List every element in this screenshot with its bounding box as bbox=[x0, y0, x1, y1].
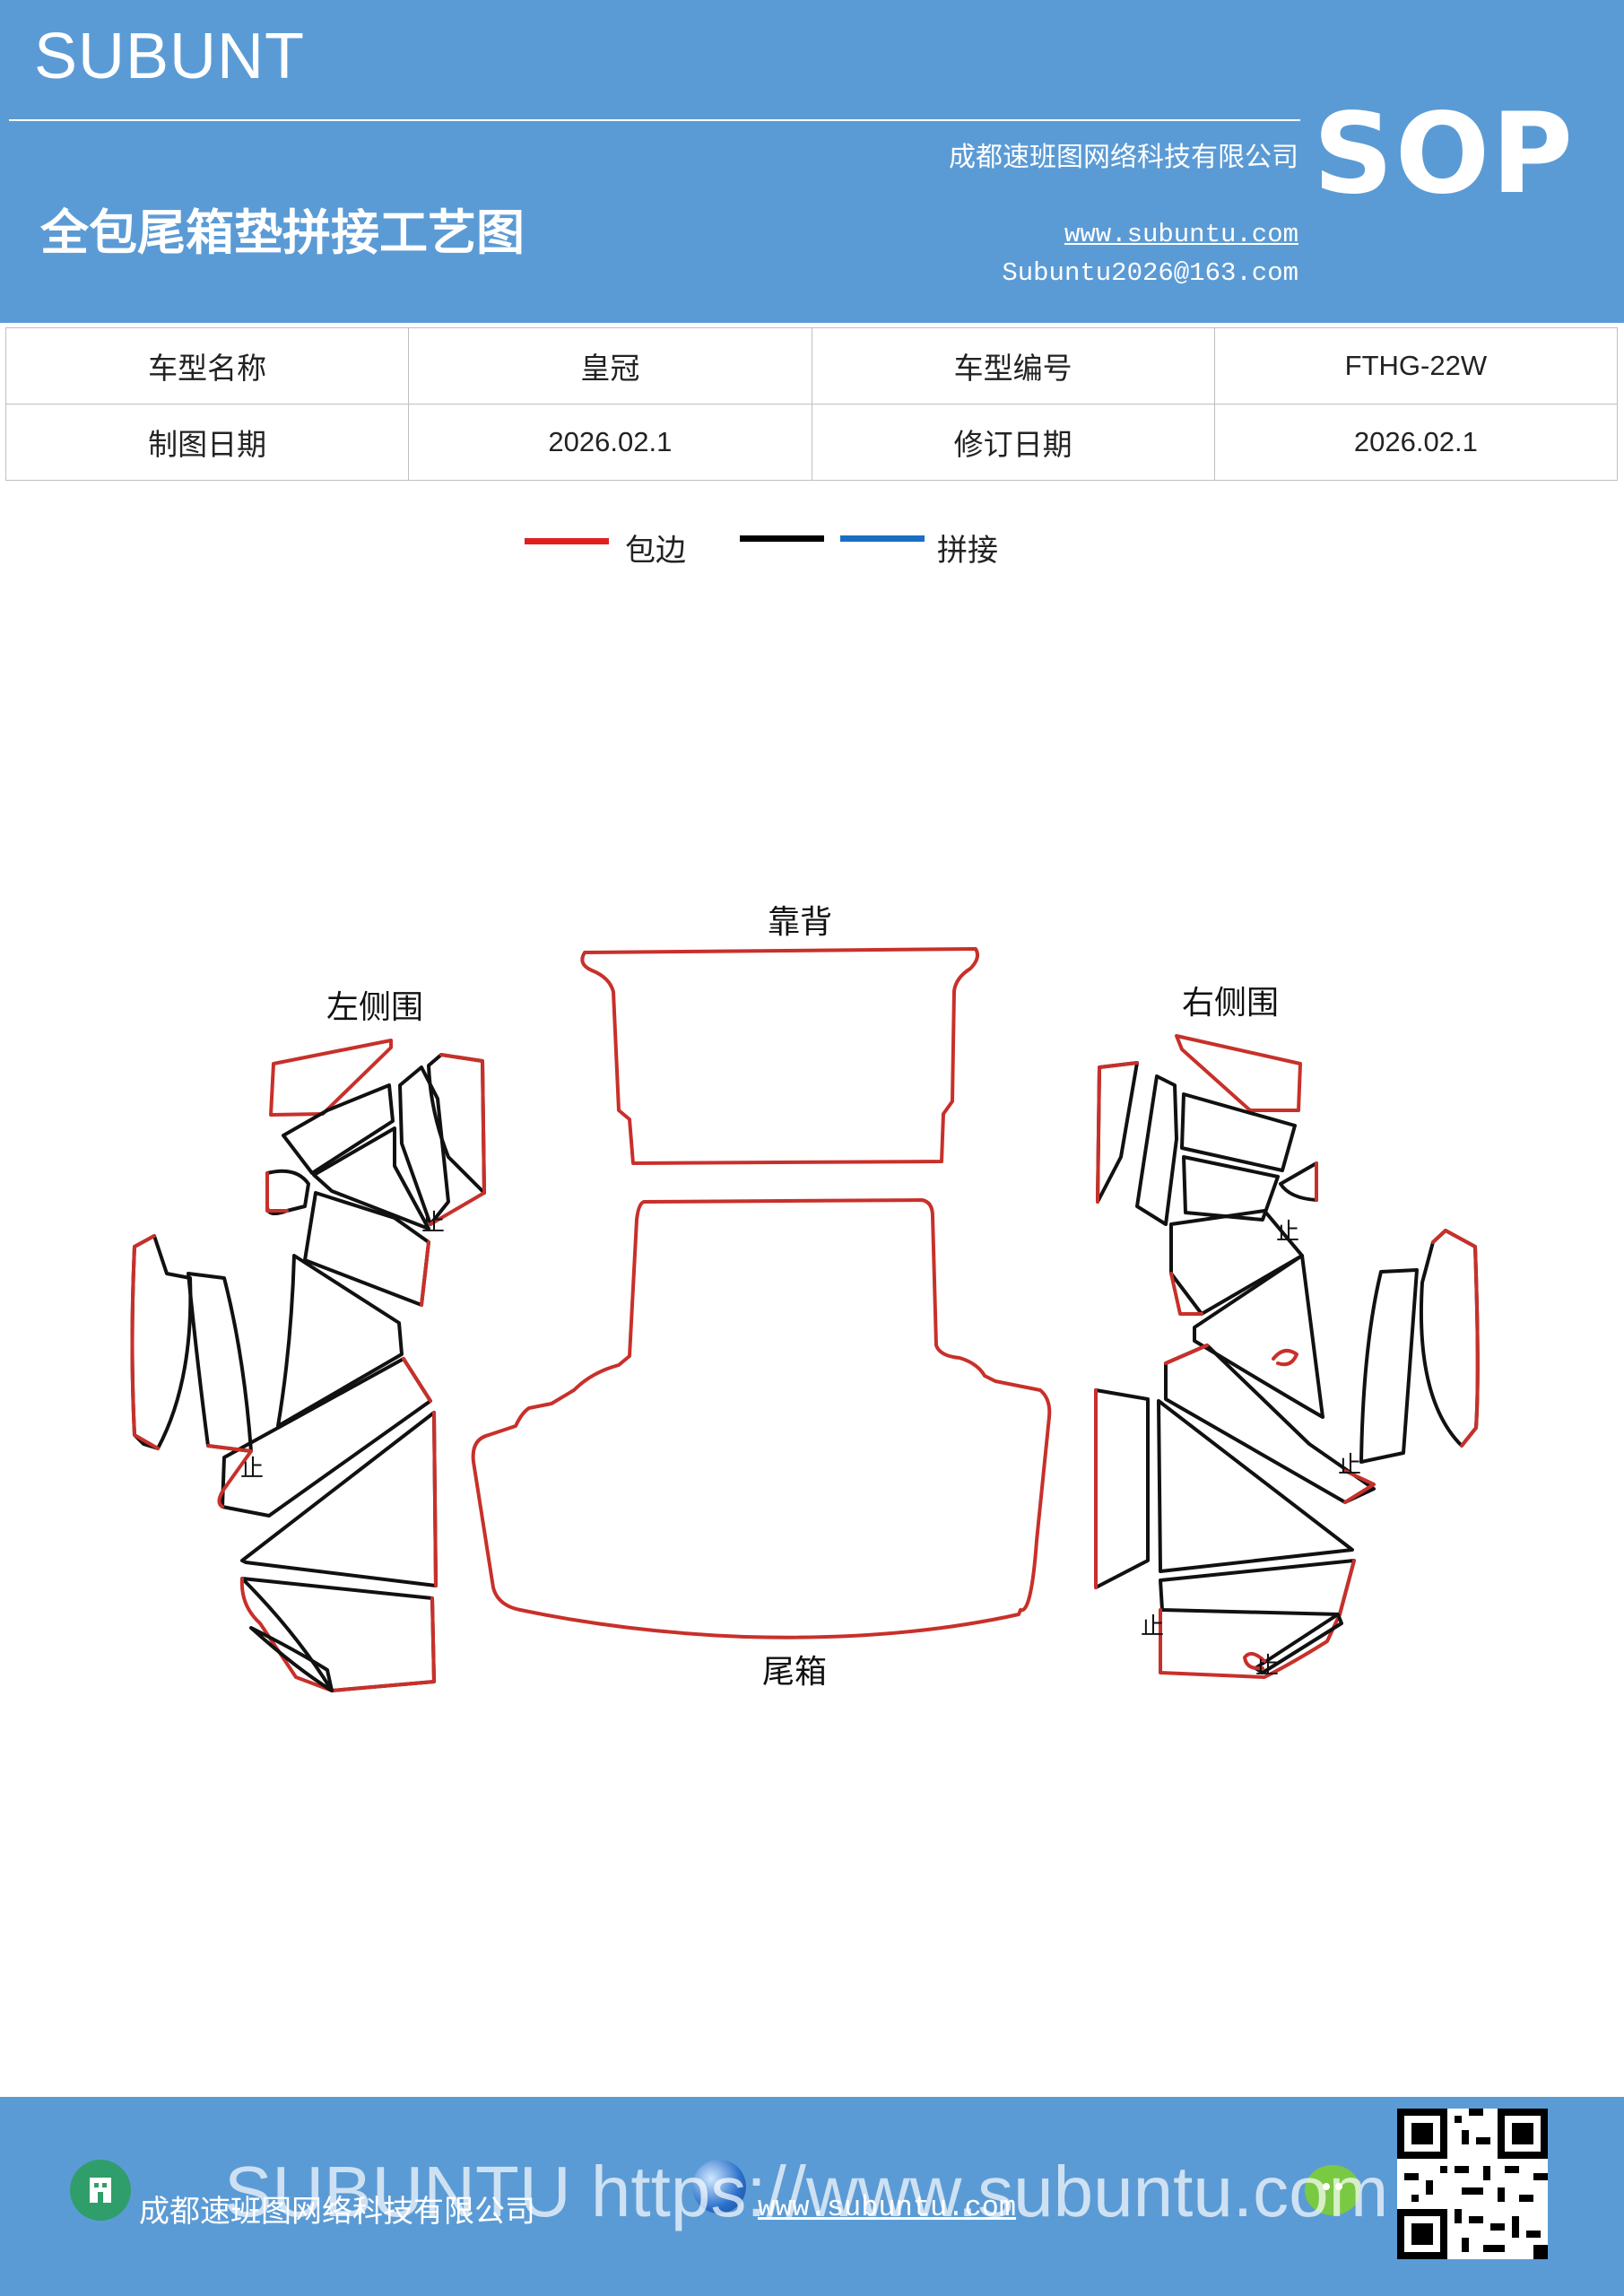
left-side-label: 左侧围 bbox=[326, 989, 423, 1026]
left-panel-j bbox=[221, 1357, 432, 1518]
qr-code bbox=[1397, 2109, 1548, 2259]
right-panel-m-edge bbox=[1159, 1559, 1356, 1679]
model-code-label: 车型编号 bbox=[811, 327, 1215, 404]
right-panel-n bbox=[1254, 1613, 1343, 1674]
left-panel-d bbox=[427, 1053, 486, 1195]
stop-mark: 止 bbox=[1276, 1219, 1299, 1246]
left-panel-top bbox=[269, 1039, 393, 1117]
left-panel-f-edge bbox=[420, 1240, 430, 1307]
left-panel-e bbox=[265, 1169, 310, 1216]
left-panel-k-edge bbox=[432, 1411, 438, 1587]
backrest-piece bbox=[580, 947, 979, 1165]
left-panel-l-edge bbox=[239, 1577, 436, 1692]
left-panel-l bbox=[240, 1577, 436, 1692]
model-name-value: 皇冠 bbox=[408, 327, 812, 404]
left-panel-f bbox=[303, 1191, 430, 1307]
drawing-date-value: 2026.02.1 bbox=[408, 404, 812, 481]
right-panel-i-edge bbox=[1431, 1229, 1480, 1448]
right-panel-h bbox=[1359, 1268, 1419, 1464]
right-panel-j-edge bbox=[1164, 1344, 1376, 1504]
header-divider bbox=[9, 119, 1300, 121]
left-panel-b bbox=[312, 1126, 430, 1231]
backrest-label: 靠背 bbox=[768, 904, 832, 941]
right-panel-i bbox=[1419, 1229, 1480, 1448]
drawing-date-label: 制图日期 bbox=[4, 404, 410, 481]
left-panel-h bbox=[130, 1234, 193, 1450]
document-title: 全包尾箱垫拼接工艺图 bbox=[40, 204, 525, 261]
footer-company-name: 成都速班图网络科技有限公司 bbox=[139, 2194, 535, 2230]
right-side-label: 右侧围 bbox=[1182, 985, 1279, 1022]
left-panel-i bbox=[187, 1272, 253, 1453]
wechat-icon bbox=[1305, 2165, 1360, 2215]
website-link[interactable]: www.subuntu.com bbox=[1064, 220, 1298, 249]
stop-mark: 止 bbox=[240, 1456, 264, 1483]
right-panel-l bbox=[1094, 1388, 1150, 1589]
footer-website-link[interactable]: www.subuntu.com bbox=[758, 2191, 1017, 2224]
right-panel-top bbox=[1175, 1034, 1302, 1112]
stop-mark: 止 bbox=[421, 1210, 445, 1237]
left-panel-k bbox=[240, 1411, 438, 1587]
left-panel-g bbox=[276, 1254, 404, 1428]
right-panel-d-edge bbox=[1096, 1061, 1139, 1204]
left-panel-m bbox=[249, 1626, 334, 1692]
stop-mark: 止 bbox=[1255, 1653, 1279, 1680]
left-panel-a bbox=[282, 1083, 395, 1175]
model-name-label: 车型名称 bbox=[4, 327, 410, 404]
revision-date-value: 2026.02.1 bbox=[1213, 404, 1619, 481]
model-code-value: FTHG-22W bbox=[1213, 327, 1619, 404]
stop-mark: 止 bbox=[1141, 1613, 1164, 1640]
right-panel-k bbox=[1157, 1399, 1354, 1573]
right-panel-e bbox=[1279, 1161, 1318, 1202]
legend-seam-line bbox=[840, 535, 925, 542]
page-header: SUBUNT SOP 全包尾箱垫拼接工艺图 成都速班图网络科技有限公司 www.… bbox=[0, 0, 1624, 323]
revision-date-label: 修订日期 bbox=[811, 404, 1215, 481]
building-icon bbox=[70, 2160, 131, 2221]
right-panel-g-loop bbox=[1272, 1349, 1298, 1367]
trunk-label: 尾箱 bbox=[762, 1654, 827, 1691]
globe-icon bbox=[692, 2160, 746, 2213]
right-panel-n-loop bbox=[1243, 1651, 1266, 1671]
vehicle-info-table: 车型名称 皇冠 车型编号 FTHG-22W 制图日期 2026.02.1 修订日… bbox=[4, 327, 1619, 481]
company-name: 成都速班图网络科技有限公司 bbox=[949, 142, 1298, 173]
legend-black-line bbox=[740, 535, 824, 542]
left-panel-d-edge bbox=[429, 1053, 486, 1226]
left-panel-e-edge bbox=[265, 1171, 289, 1213]
sop-label: SOP bbox=[1313, 90, 1575, 219]
right-panel-a bbox=[1180, 1092, 1297, 1172]
left-panel-j-edge bbox=[206, 1357, 432, 1509]
footer-watermark: SUBUNTU https://www.subuntu.com bbox=[224, 2152, 1389, 2231]
table-row: 制图日期 2026.02.1 修订日期 2026.02.1 bbox=[4, 404, 1619, 481]
legend-edge-label: 包边 bbox=[625, 533, 686, 569]
legend-seam-label: 拼接 bbox=[937, 533, 998, 569]
right-panel-c bbox=[1135, 1074, 1178, 1226]
trunk-piece bbox=[471, 1198, 1052, 1639]
right-panel-f bbox=[1169, 1209, 1304, 1316]
table-row: 车型名称 皇冠 车型编号 FTHG-22W bbox=[4, 327, 1619, 404]
stop-mark: 止 bbox=[1338, 1452, 1361, 1479]
page-footer: 成都速班图网络科技有限公司 www.subuntu.com SUBUNTU ht… bbox=[0, 2097, 1624, 2296]
left-panel-h-edge bbox=[130, 1234, 160, 1450]
legend-edge-line bbox=[525, 538, 609, 544]
email-address: Subuntu2026@163.com bbox=[1002, 258, 1298, 288]
right-panel-b bbox=[1182, 1155, 1280, 1222]
trunk-mat-diagram: 靠背 左侧围 右侧围 尾箱 止 止 止 止 止 止 bbox=[130, 904, 1480, 1692]
brand-logo-text: SUBUNT bbox=[34, 21, 306, 92]
right-panel-d bbox=[1096, 1061, 1139, 1204]
right-panel-f-edge bbox=[1169, 1272, 1203, 1316]
left-panel-c bbox=[398, 1065, 450, 1226]
